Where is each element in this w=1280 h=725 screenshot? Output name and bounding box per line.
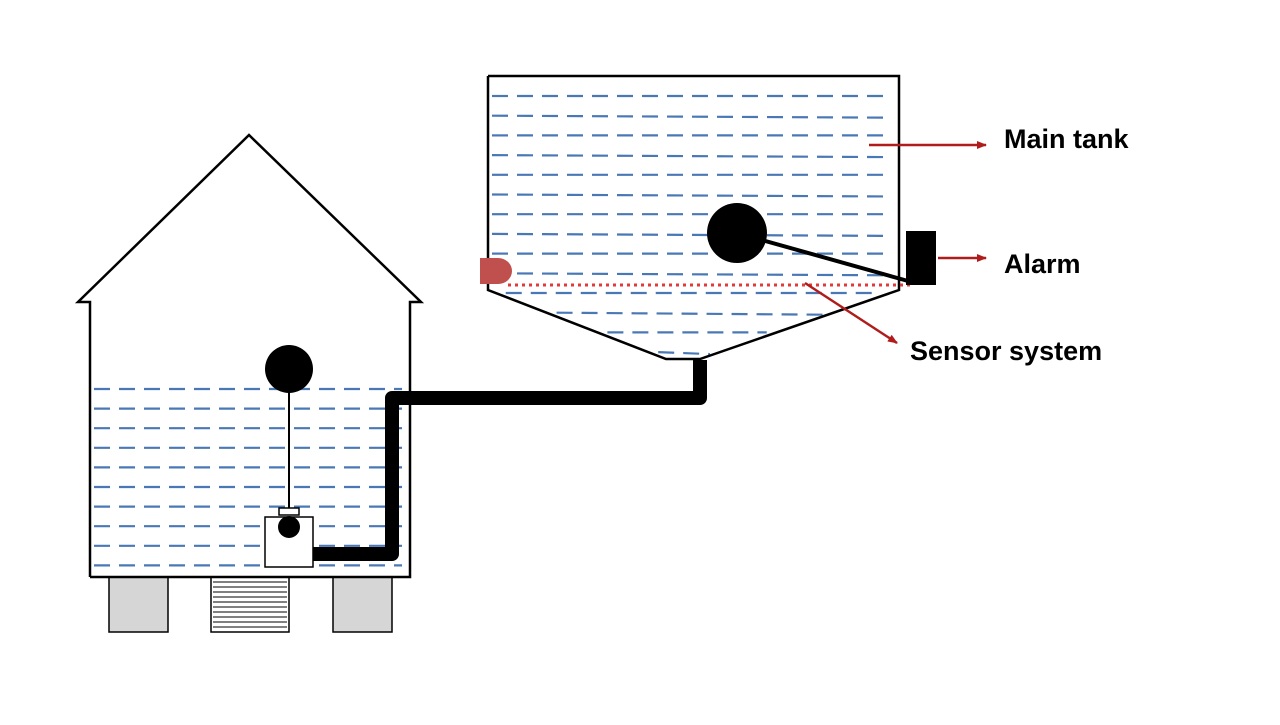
pump-valve (278, 516, 300, 538)
water-dash-line (491, 232, 893, 237)
house-stairs (210, 576, 290, 633)
alarm-label: Alarm (1004, 249, 1081, 279)
water-dash-line (491, 114, 893, 119)
water-dash-line (556, 311, 824, 316)
house (74, 133, 425, 633)
main-tank-outline (486, 74, 901, 361)
alarm-box (906, 231, 936, 285)
main-tank-water (491, 94, 893, 356)
water-dash-line (658, 351, 710, 356)
house-float-ball (265, 345, 313, 393)
house-stilt-right (332, 576, 393, 633)
tank-float-ball (707, 203, 767, 263)
house-tank-water (94, 387, 402, 567)
house-stilt-left (108, 576, 169, 633)
sensor-emitter (480, 258, 512, 284)
water-dash-line (491, 193, 893, 198)
main-tank-label: Main tank (1004, 124, 1130, 154)
main-tank (480, 74, 936, 361)
water-dash-line (491, 272, 893, 277)
water-dash-line (491, 154, 893, 159)
pump-cap (278, 507, 300, 516)
house-outline (74, 133, 425, 579)
sensor-system-label: Sensor system (910, 336, 1102, 366)
connecting-pipe (313, 360, 707, 561)
sensor-system-arrow (804, 281, 898, 345)
